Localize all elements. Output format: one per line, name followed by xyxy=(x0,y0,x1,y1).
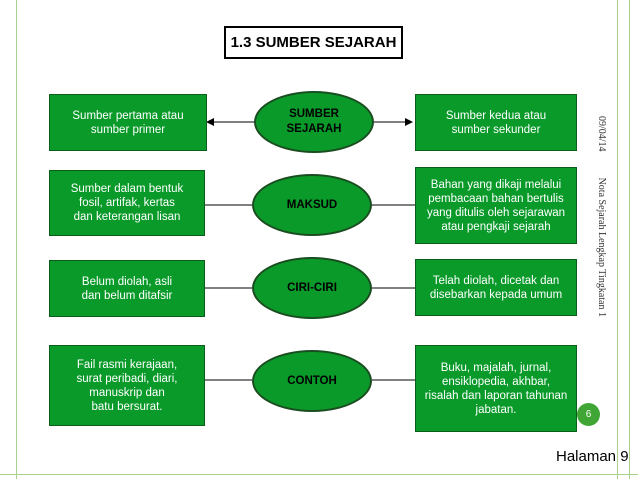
center-ellipse-maksud: MAKSUD xyxy=(252,174,372,236)
left-box-maksud: Sumber dalam bentuk fosil, artifak, kert… xyxy=(49,170,205,236)
right-box-ciri-ciri: Telah diolah, dicetak dan disebarkan kep… xyxy=(415,259,577,316)
page-footer-label: Halaman 9 xyxy=(556,448,629,465)
center-ellipse-sumber-sejarah: SUMBER SEJARAH xyxy=(254,91,374,153)
slide-number-badge: 6 xyxy=(577,403,600,426)
frame-line-left xyxy=(16,0,17,479)
right-box-maksud: Bahan yang dikaji melalui pembacaan baha… xyxy=(415,167,577,244)
diagram-title: 1.3 SUMBER SEJARAH xyxy=(224,26,403,59)
side-note: Nota Sejarah Lengkap Tingkatan 1 xyxy=(596,177,607,317)
center-ellipse-contoh: CONTOH xyxy=(252,350,372,412)
frame-line-right-outer xyxy=(629,0,630,479)
frame-line-right-inner xyxy=(617,0,618,479)
right-box-definition: Sumber kedua atau sumber sekunder xyxy=(415,94,577,151)
side-date: 09/04/14 xyxy=(596,116,607,152)
frame-line-bottom xyxy=(0,474,638,475)
left-box-definition: Sumber pertama atau sumber primer xyxy=(49,94,207,151)
left-box-ciri-ciri: Belum diolah, asli dan belum ditafsir xyxy=(49,260,205,317)
side-caption: 09/04/14Nota Sejarah Lengkap Tingkatan 1 xyxy=(592,116,610,326)
left-box-contoh: Fail rasmi kerajaan, surat peribadi, dia… xyxy=(49,345,205,426)
right-box-contoh: Buku, majalah, jurnal, ensiklopedia, akh… xyxy=(415,345,577,432)
center-ellipse-ciri-ciri: CIRI-CIRI xyxy=(252,257,372,319)
